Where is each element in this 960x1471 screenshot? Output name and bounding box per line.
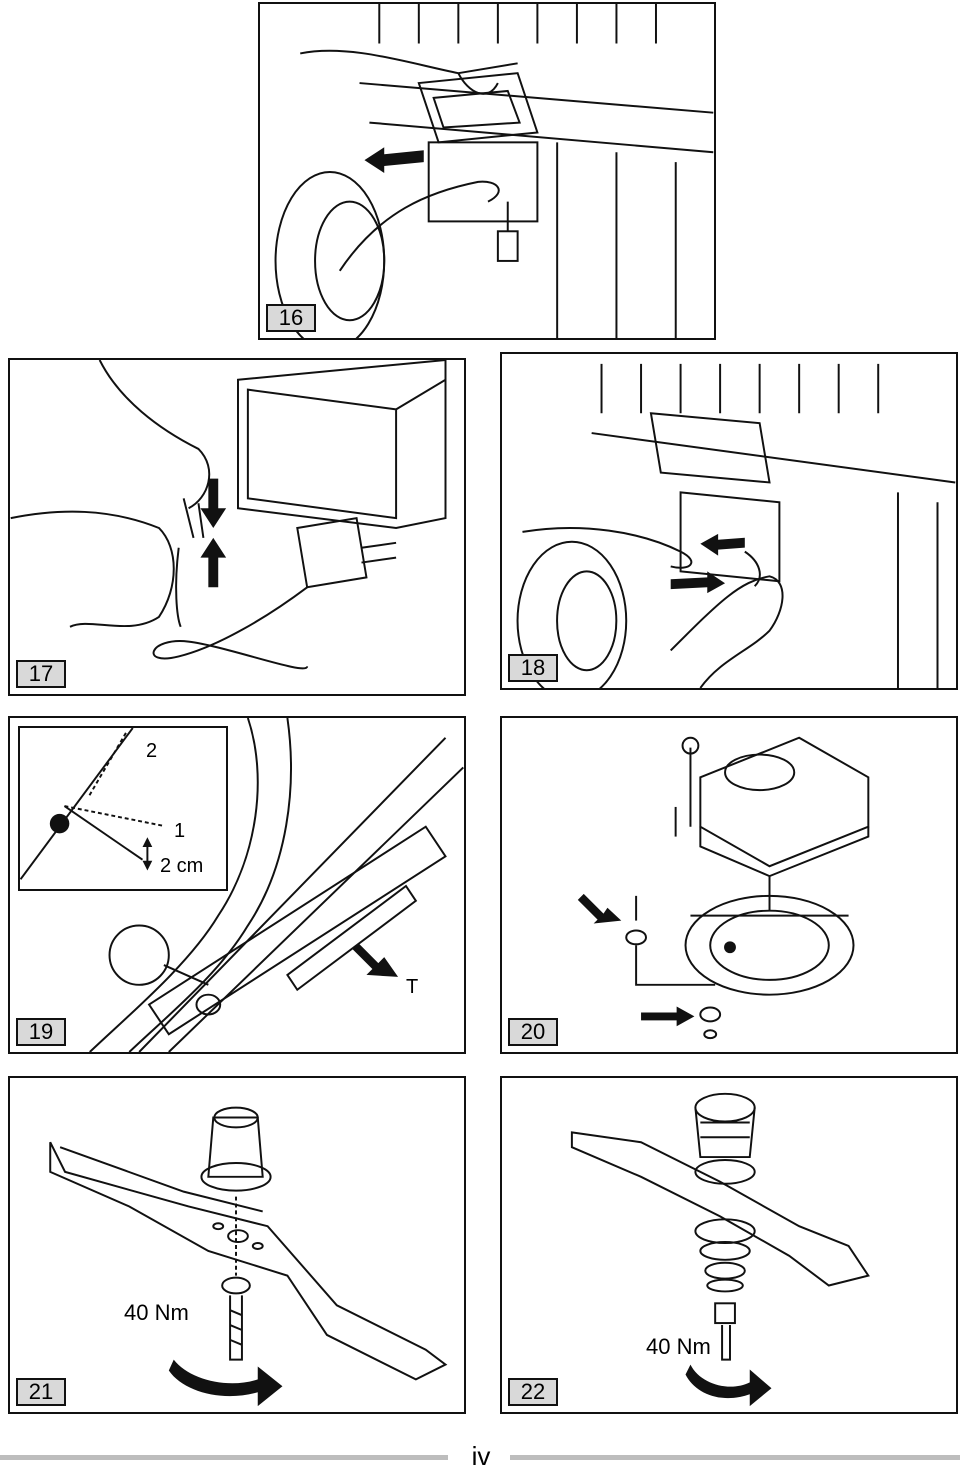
figure-17: 17 — [8, 358, 466, 696]
blade-hub-assembly-illustration — [570, 1092, 870, 1407]
figure-18: 18 — [500, 352, 958, 690]
figure-number-20: 20 — [508, 1018, 558, 1046]
figure-number-16: 16 — [266, 304, 316, 332]
figure-number-21: 21 — [16, 1378, 66, 1406]
figure-19: 2 1 2 cm T 19 — [8, 716, 466, 1054]
charger-connection-illustration — [10, 360, 447, 670]
label-position-1: 1 — [174, 820, 186, 842]
motor-mounting-illustration — [577, 736, 870, 1040]
figure-number-18: 18 — [508, 654, 558, 682]
page-number: iv — [471, 1441, 491, 1471]
figure-20: 20 — [500, 716, 958, 1054]
blade-mounting-illustration — [49, 1106, 448, 1407]
battery-plug-illustration — [516, 363, 956, 688]
label-position-2: 2 — [146, 740, 158, 762]
handle-adjustment-illustration — [89, 718, 464, 1052]
footer-rule-right — [510, 1455, 960, 1460]
figure-22: 40 Nm 22 — [500, 1076, 958, 1414]
figure-21: 40 Nm 21 — [8, 1076, 466, 1414]
figure-16: 16 — [258, 2, 716, 340]
footer-rule-left — [0, 1455, 448, 1460]
figure-number-19: 19 — [16, 1018, 66, 1046]
torque-label-22: 40 Nm — [646, 1334, 711, 1359]
figure-number-17: 17 — [16, 660, 66, 688]
inset-diagram — [20, 728, 163, 880]
battery-removal-illustration — [274, 4, 714, 338]
label-t: T — [406, 976, 419, 998]
label-height-2cm: 2 cm — [160, 855, 204, 877]
torque-label-21: 40 Nm — [124, 1300, 189, 1325]
handle-height-inset: 2 1 2 cm — [18, 726, 228, 891]
figure-number-22: 22 — [508, 1378, 558, 1406]
